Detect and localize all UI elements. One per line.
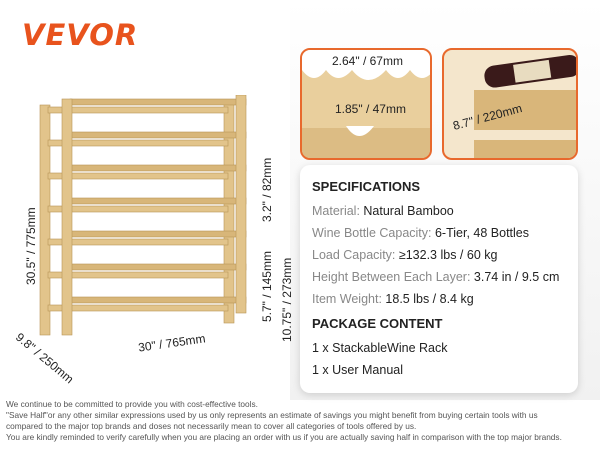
rack-leg: [61, 98, 73, 336]
spec-key: Load Capacity:: [312, 248, 399, 262]
spec-value: Natural Bamboo: [363, 204, 454, 218]
spec-value: 3.74 in / 9.5 cm: [473, 270, 560, 284]
rack-rail: [47, 238, 229, 246]
spec-key: Material:: [312, 204, 364, 218]
specifications-title: SPECIFICATIONS: [312, 179, 421, 194]
slot-detail-image: 2.64" / 67mm 1.85" / 47mm: [300, 48, 432, 160]
package-item: 1 x StackableWine Rack: [312, 341, 448, 355]
rack-rail: [47, 271, 229, 279]
rack-rail: [69, 98, 247, 106]
rack-rail: [69, 230, 247, 238]
disclaimer: We continue to be committed to provide y…: [6, 399, 562, 443]
slot-top-dimension: 2.64" / 67mm: [332, 54, 403, 68]
rack-rail: [69, 164, 247, 172]
spec-row: Material: Natural Bamboo: [312, 200, 566, 222]
spec-value: ≥132.3 lbs / 60 kg: [398, 248, 498, 262]
rack-rail: [47, 304, 229, 312]
spec-value: 6-Tier, 48 Bottles: [434, 226, 529, 240]
rack-rail: [69, 197, 247, 205]
spec-row: Height Between Each Layer: 3.74 in / 9.5…: [312, 266, 566, 288]
layer-gap-dimension: 3.2" / 82mm: [260, 157, 274, 222]
spec-key: Item Weight:: [312, 292, 386, 306]
disclaimer-line: compared to the major top brands and dos…: [6, 421, 417, 431]
package-title: PACKAGE CONTENT: [312, 316, 443, 331]
spec-row: Wine Bottle Capacity: 6-Tier, 48 Bottles: [312, 222, 566, 244]
bottom-gap-dimension: 5.7" / 145mm: [260, 251, 274, 322]
disclaimer-line: We continue to be committed to provide y…: [6, 399, 258, 409]
rack-rail: [69, 296, 247, 304]
rack-rail: [47, 205, 229, 213]
spec-row: Item Weight: 18.5 lbs / 8.4 kg: [312, 288, 566, 310]
rack-rail: [47, 139, 229, 147]
rack-leg: [39, 104, 51, 336]
spec-key: Wine Bottle Capacity:: [312, 226, 435, 240]
rack-rail: [47, 106, 229, 114]
rack-leg: [235, 95, 247, 314]
disclaimer-line: You are kindly reminded to verify carefu…: [6, 432, 562, 442]
bottle-detail-image: 8.7" / 220mm: [442, 48, 578, 160]
spec-value: 18.5 lbs / 8.4 kg: [385, 292, 474, 306]
two-layer-dimension: 10.75" / 273mm: [280, 257, 294, 342]
rack-rail: [69, 263, 247, 271]
wine-rack-illustration: [39, 95, 247, 336]
package-item: 1 x User Manual: [312, 363, 404, 377]
slot-bottom-dimension: 1.85" / 47mm: [335, 102, 406, 116]
spec-row: Load Capacity: ≥132.3 lbs / 60 kg: [312, 244, 566, 266]
spec-key: Height Between Each Layer:: [312, 270, 474, 284]
disclaimer-line: "Save Half"or any other similar expressi…: [6, 410, 538, 420]
rack-rail: [47, 172, 229, 180]
height-dimension: 30.5" / 775mm: [24, 207, 38, 285]
rack-rail: [69, 131, 247, 139]
vevor-logo: VEVOR: [22, 18, 139, 52]
